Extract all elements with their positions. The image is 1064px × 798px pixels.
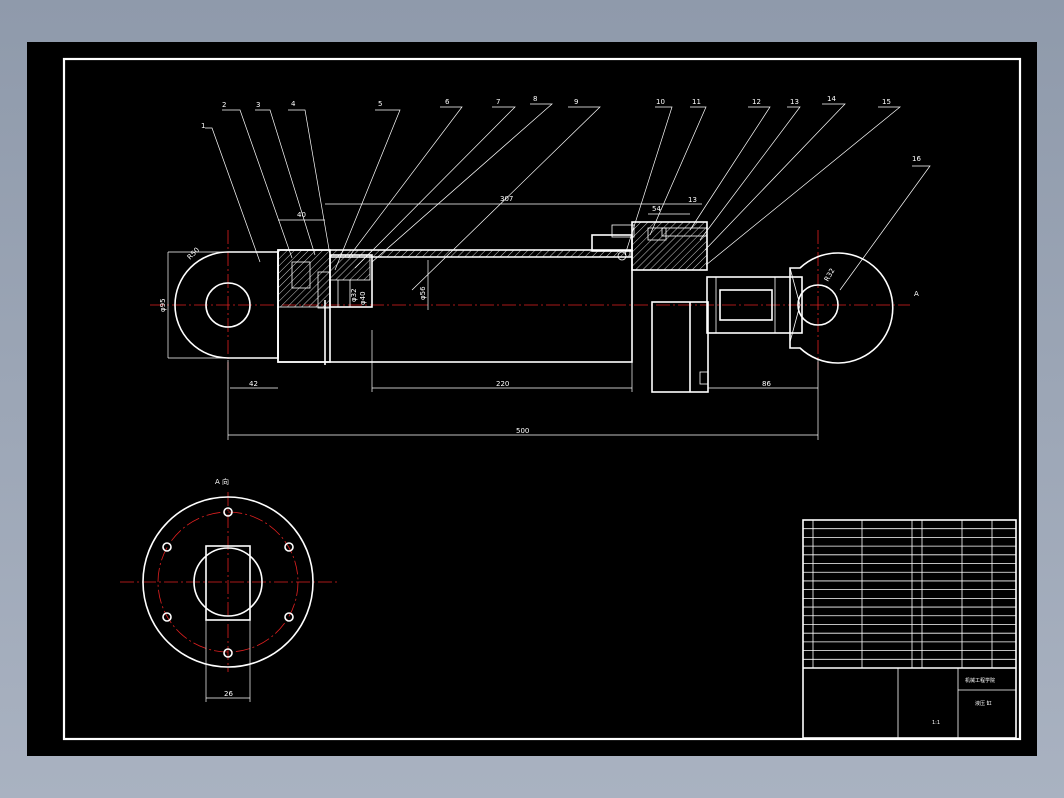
bolt-hole-6 bbox=[162, 542, 172, 552]
dim-r-right: R32 bbox=[823, 267, 837, 283]
bolt-hole-2 bbox=[284, 542, 294, 552]
piston-rod bbox=[706, 276, 803, 334]
balloon-14: 14 bbox=[827, 95, 836, 103]
rear-cap-section bbox=[277, 249, 331, 308]
rod-eye-neck bbox=[789, 267, 801, 343]
bolt-circle bbox=[157, 511, 299, 653]
dim-r-left: R50 bbox=[186, 246, 201, 261]
flange-bolt bbox=[699, 371, 709, 385]
title-block: 机械工程学院 液压 缸 1:1 bbox=[802, 519, 1017, 739]
dim-40: 40 bbox=[297, 211, 306, 219]
rod-eye-bore bbox=[797, 284, 839, 326]
rod-outline bbox=[193, 547, 263, 617]
head-port bbox=[647, 227, 667, 241]
rear-eye-body bbox=[174, 251, 279, 359]
balloon-2: 2 bbox=[222, 101, 226, 109]
drawing-sheet: 1 2 3 4 5 6 7 8 9 10 11 12 13 14 15 16 3… bbox=[27, 42, 1037, 756]
view-label: A 向 bbox=[215, 477, 229, 486]
scale-value: 1:1 bbox=[932, 720, 940, 726]
dim-42: 42 bbox=[249, 380, 258, 388]
dim-500: 500 bbox=[516, 427, 529, 435]
flange-outline bbox=[142, 496, 314, 668]
rear-port bbox=[291, 261, 311, 289]
balloon-10: 10 bbox=[656, 98, 665, 106]
rod-eye-flat bbox=[205, 545, 251, 621]
dim-13: 13 bbox=[688, 196, 697, 204]
dim-phi56: φ56 bbox=[419, 286, 427, 300]
balloon-9: 9 bbox=[574, 98, 578, 106]
dim-phi40: φ40 bbox=[359, 291, 367, 305]
balloon-1: 1 bbox=[201, 122, 205, 130]
leader-lines bbox=[205, 103, 931, 291]
balloon-6: 6 bbox=[445, 98, 450, 106]
barrel-wall-section bbox=[329, 249, 631, 258]
bolt-hole-4 bbox=[223, 648, 233, 658]
dim-phi32: φ32 bbox=[350, 288, 358, 302]
balloon-3: 3 bbox=[256, 101, 260, 109]
title-block-frame bbox=[802, 519, 1017, 739]
drawing-title: 液压 缸 bbox=[975, 700, 992, 707]
front-head-section bbox=[631, 221, 708, 271]
dim-86: 86 bbox=[762, 380, 771, 388]
dim-phi95: φ95 bbox=[159, 298, 167, 312]
balloon-4: 4 bbox=[291, 100, 296, 108]
bolt-hole-1 bbox=[223, 507, 233, 517]
balloon-11: 11 bbox=[692, 98, 701, 106]
balloon-16: 16 bbox=[912, 155, 921, 163]
balloon-12: 12 bbox=[752, 98, 761, 106]
dim-54: 54 bbox=[652, 205, 661, 213]
balloon-5: 5 bbox=[378, 100, 382, 108]
end-view: 26 A 向 bbox=[120, 477, 340, 702]
rod-eye-body bbox=[789, 252, 894, 364]
dim-220: 220 bbox=[496, 380, 509, 388]
inner-border bbox=[62, 57, 1022, 741]
bolt-hole-5 bbox=[162, 612, 172, 622]
front-flange bbox=[651, 301, 709, 393]
fitting-nut bbox=[617, 251, 627, 261]
balloon-8: 8 bbox=[533, 95, 537, 103]
section-marker-a: A bbox=[914, 290, 919, 298]
dim-307: 307 bbox=[500, 195, 513, 203]
cylinder-assembly: 1 2 3 4 5 6 7 8 9 10 11 12 13 14 15 16 3… bbox=[150, 95, 931, 440]
rod-thread bbox=[719, 289, 773, 321]
bolt-hole-3 bbox=[284, 612, 294, 622]
dim-26: 26 bbox=[224, 690, 233, 698]
balloon-15: 15 bbox=[882, 98, 891, 106]
balloon-7: 7 bbox=[496, 98, 500, 106]
front-head bbox=[631, 221, 708, 271]
balloon-13: 13 bbox=[790, 98, 799, 106]
school-name: 机械工程学院 bbox=[965, 677, 995, 684]
head-bolt bbox=[661, 227, 708, 237]
parts-list-grid bbox=[803, 520, 1016, 668]
cad-drawing: 1 2 3 4 5 6 7 8 9 10 11 12 13 14 15 16 3… bbox=[62, 57, 1022, 741]
rear-eye-bore bbox=[205, 282, 251, 328]
